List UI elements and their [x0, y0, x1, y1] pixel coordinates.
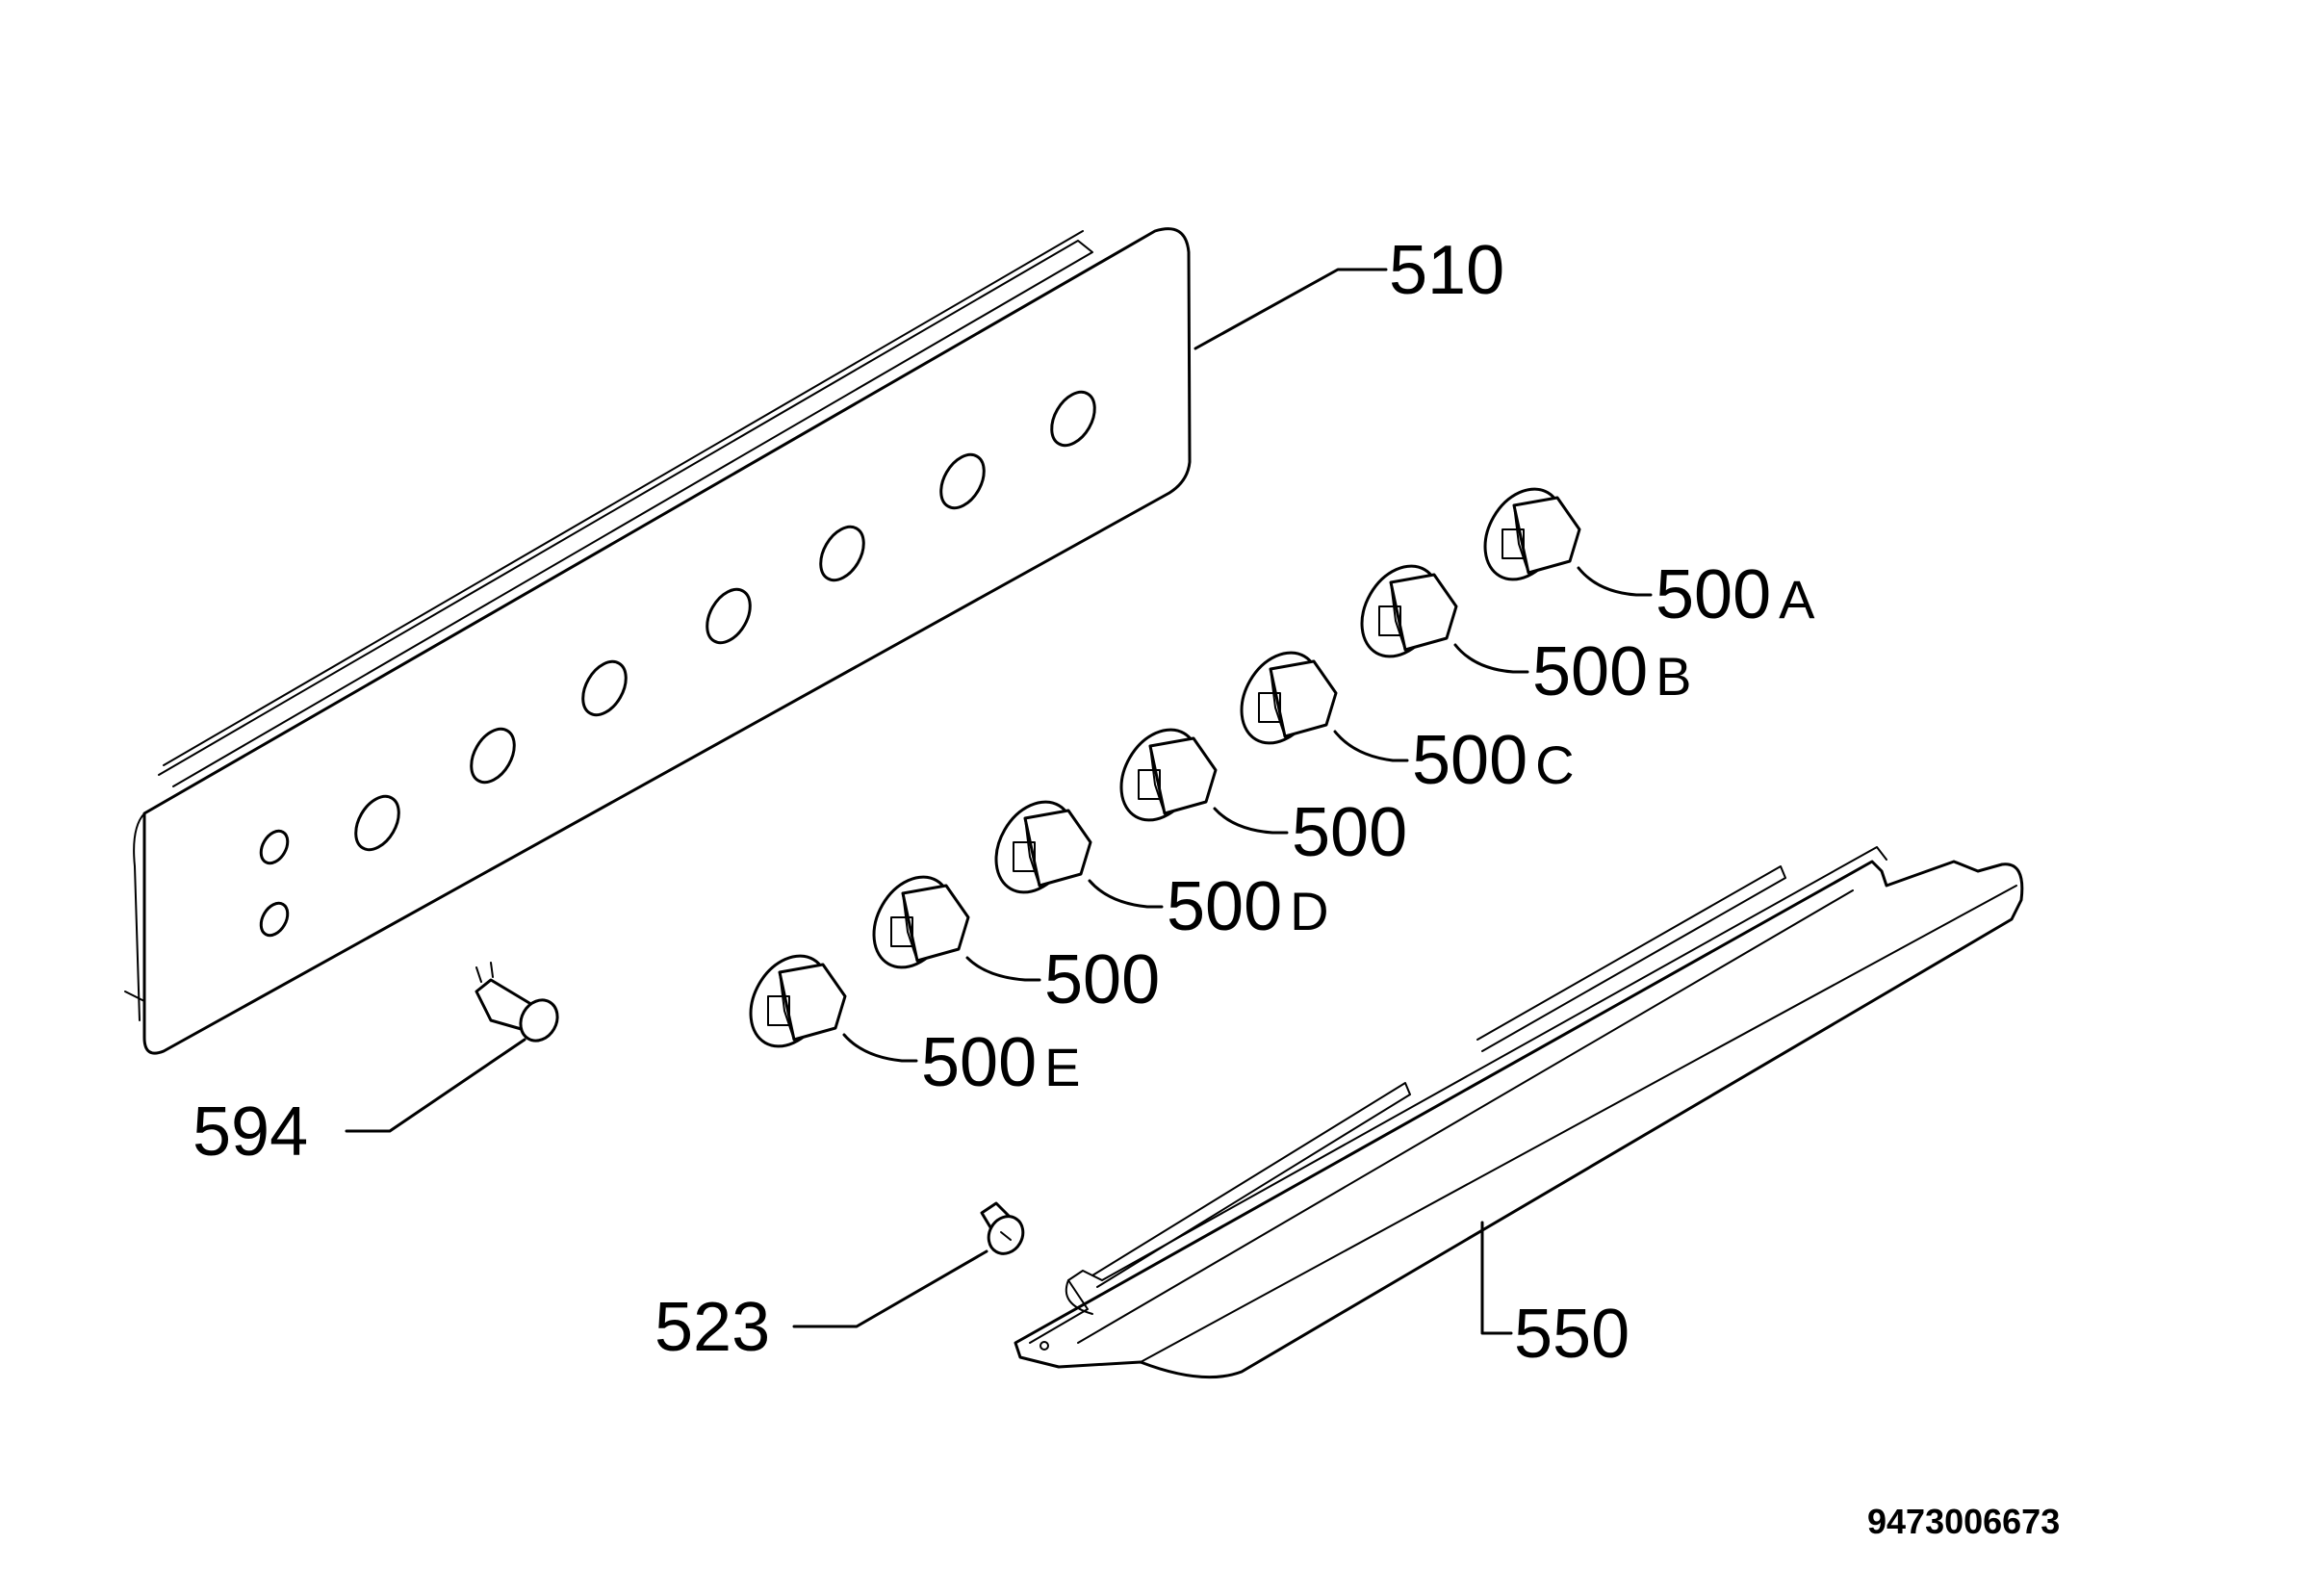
- knob-500c: [1240, 651, 1338, 745]
- knob-500d: [994, 800, 1092, 894]
- screw-523: [980, 1201, 1025, 1255]
- knob-500e: [749, 954, 847, 1048]
- leader-523: [792, 1249, 988, 1328]
- lamp-594: [475, 962, 559, 1043]
- leader-550: [1480, 1221, 1513, 1335]
- leader-500c: [1333, 730, 1409, 762]
- knob-500a: [1483, 487, 1581, 581]
- label-500: 500: [1292, 794, 1407, 871]
- knob-500: [1119, 728, 1218, 822]
- panel-holes: [259, 390, 1096, 938]
- leader-500d: [1088, 879, 1164, 909]
- document-number: 9473006673: [1867, 1502, 2060, 1541]
- leader-500b: [1453, 643, 1529, 674]
- knob-500-lower: [872, 875, 970, 969]
- control-panel-510: [124, 227, 1192, 1055]
- leader-510: [1194, 268, 1388, 350]
- leader-500-lower: [965, 956, 1041, 982]
- leader-500: [1213, 807, 1289, 835]
- leader-500a: [1577, 566, 1653, 597]
- label-500-lower: 500: [1044, 941, 1160, 1018]
- knob-500b: [1360, 564, 1458, 658]
- label-523: 523: [654, 1289, 770, 1366]
- leader-500e: [842, 1033, 918, 1063]
- leader-594: [345, 1038, 526, 1133]
- label-594: 594: [192, 1094, 308, 1171]
- lower-trim-550: [1014, 846, 2024, 1379]
- label-510: 510: [1389, 232, 1504, 309]
- label-550: 550: [1514, 1296, 1630, 1373]
